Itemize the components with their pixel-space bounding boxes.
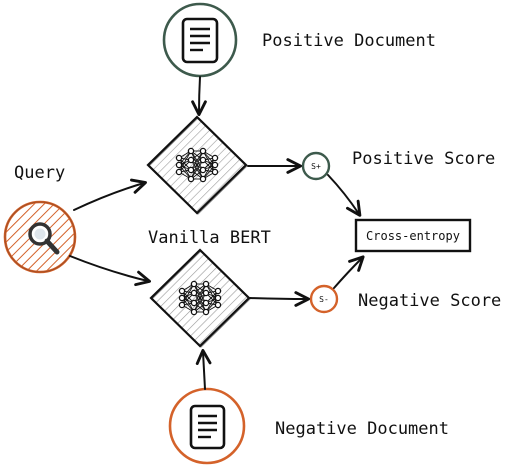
negative-score-label: Negative Score <box>358 291 501 311</box>
positive-document-node <box>162 2 238 78</box>
connectors <box>69 76 365 390</box>
query-node <box>3 200 77 274</box>
negative-document-node <box>168 387 246 465</box>
cross-entropy-node: Cross-entropy <box>354 218 472 253</box>
positive-score-circle <box>301 151 331 181</box>
cross-entropy-box <box>354 218 472 253</box>
query-label: Query <box>14 163 65 183</box>
neural-network-icon <box>178 280 222 316</box>
positive-document-label: Positive Document <box>262 31 436 51</box>
arrow-negative-score-to-cross-entropy <box>333 255 365 289</box>
negative-score-badge: S- <box>319 295 329 304</box>
arrow-positive-score-to-cross-entropy <box>327 174 362 217</box>
document-icon <box>189 404 226 450</box>
positive-score-label: Positive Score <box>352 149 495 169</box>
positive-score-badge: S+ <box>311 162 321 171</box>
vanilla-bert-label: Vanilla BERT <box>148 228 271 248</box>
document-icon <box>181 17 219 64</box>
arrow-bert-bottom-to-negative-score <box>249 291 311 307</box>
bert-bottom-node <box>149 248 251 348</box>
negative-document-label: Negative Document <box>275 419 449 439</box>
bert-top-node <box>146 115 248 215</box>
cross-entropy-label: Cross-entropy <box>366 229 460 243</box>
arrow-query-to-bert-top <box>73 178 147 211</box>
positive-score-node: S+ <box>301 151 331 181</box>
arrow-query-to-bert-bottom <box>69 255 151 287</box>
arrow-positive-doc-to-bert <box>191 76 207 117</box>
neural-network-icon <box>175 147 219 183</box>
negative-score-circle <box>309 284 339 314</box>
magnifier-icon <box>28 222 60 255</box>
negative-score-node: S- <box>309 284 339 314</box>
arrow-negative-doc-to-bert <box>195 348 212 390</box>
